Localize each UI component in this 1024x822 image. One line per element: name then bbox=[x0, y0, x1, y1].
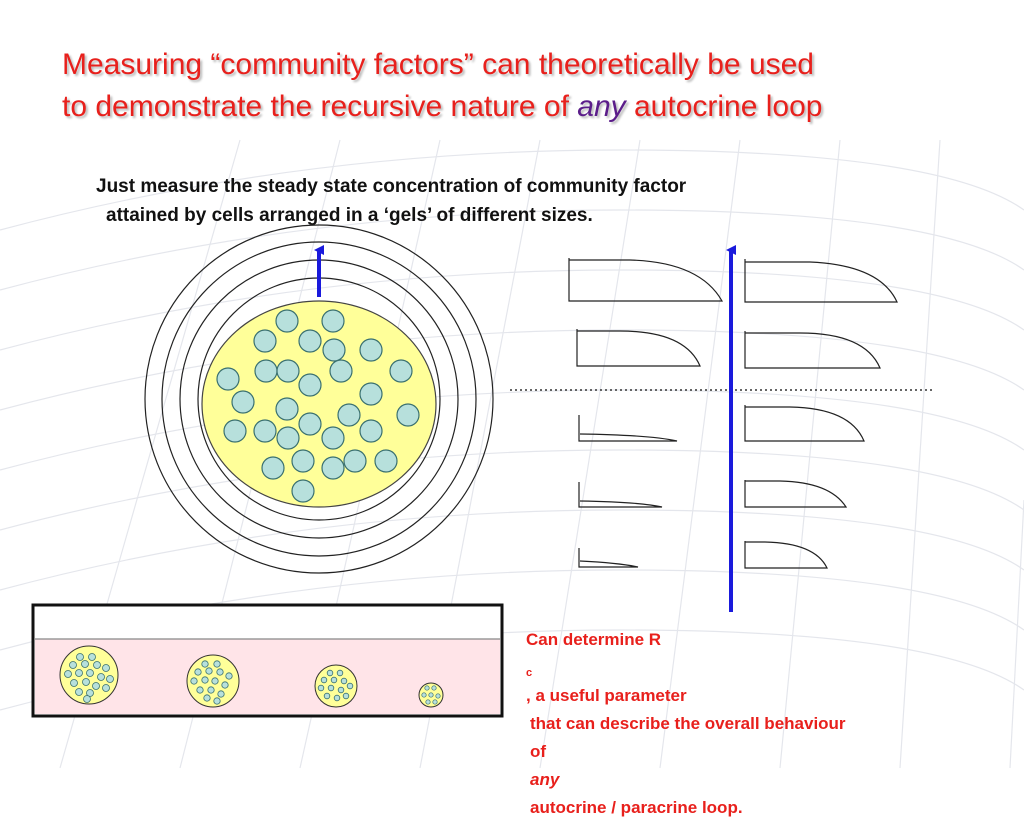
cell bbox=[389, 359, 413, 383]
caption-line-3-start: of bbox=[530, 742, 547, 761]
cell bbox=[322, 338, 346, 362]
subtitle-line-1: Just measure the steady state concentrat… bbox=[96, 176, 687, 197]
profile-curve bbox=[744, 331, 881, 369]
cell bbox=[253, 419, 277, 443]
profile-curve bbox=[578, 548, 639, 568]
small-gels bbox=[59, 645, 444, 708]
gel-small bbox=[314, 664, 358, 708]
caption-line-2: that can describe the overall behaviour bbox=[530, 714, 846, 733]
cell bbox=[396, 403, 420, 427]
cell bbox=[253, 329, 277, 353]
caption-emphasis: any bbox=[530, 770, 560, 789]
cell bbox=[216, 367, 240, 391]
cell bbox=[343, 449, 367, 473]
profile-curve bbox=[578, 482, 663, 508]
profile-curve bbox=[744, 259, 898, 303]
cell bbox=[254, 359, 278, 383]
cell bbox=[321, 456, 345, 480]
cell bbox=[261, 456, 285, 480]
cell bbox=[298, 412, 322, 436]
caption-subscript: c bbox=[526, 667, 533, 679]
caption-line-3-end: autocrine / paracrine loop. bbox=[530, 798, 743, 817]
subtitle-line-2: attained by cells arranged in a ‘gels’ o… bbox=[106, 205, 593, 226]
cell bbox=[359, 419, 383, 443]
caption-line-1-start: Can determine R bbox=[526, 630, 662, 649]
cell bbox=[276, 426, 300, 450]
caption: Can determine R c , a useful parameter tha… bbox=[526, 626, 996, 822]
title-emphasis: any bbox=[577, 90, 626, 123]
cell bbox=[359, 382, 383, 406]
gel-large bbox=[59, 645, 119, 705]
caption-line-1: Can determine R c , a useful parameter bbox=[526, 626, 996, 710]
title-line-2-start: to demonstrate the recursive nature of bbox=[62, 90, 578, 123]
cell bbox=[337, 403, 361, 427]
cell bbox=[291, 479, 315, 503]
gel-cells bbox=[216, 309, 420, 503]
cell bbox=[231, 390, 255, 414]
cell bbox=[223, 419, 247, 443]
gel-diagram bbox=[31, 224, 933, 718]
profile-curve bbox=[744, 405, 865, 442]
ring-3 bbox=[161, 241, 477, 557]
profiles-right-column bbox=[744, 259, 898, 569]
cell bbox=[276, 359, 300, 383]
cell bbox=[329, 359, 353, 383]
cell bbox=[374, 449, 398, 473]
profile-curve bbox=[744, 480, 848, 508]
profile-curve bbox=[568, 258, 724, 302]
cell bbox=[359, 338, 383, 362]
slide-subtitle: Just measure the steady state concentrat… bbox=[96, 172, 936, 230]
cell bbox=[275, 309, 299, 333]
profile-curve bbox=[578, 415, 678, 442]
cell bbox=[321, 426, 345, 450]
profile-curve bbox=[744, 541, 828, 569]
cell bbox=[298, 329, 322, 353]
gel-tiny bbox=[418, 682, 444, 708]
gel-medium bbox=[186, 654, 240, 708]
cell bbox=[291, 449, 315, 473]
slide-title: Measuring “community factors” can theore… bbox=[62, 44, 962, 128]
profile-curve bbox=[576, 329, 701, 367]
title-line-1: Measuring “community factors” can theore… bbox=[62, 48, 814, 81]
title-line-2-end: autocrine loop bbox=[625, 90, 823, 123]
cell bbox=[298, 373, 322, 397]
caption-line-3: of any autocrine / paracrine loop. bbox=[526, 738, 996, 822]
cell bbox=[275, 397, 299, 421]
ring-outer bbox=[144, 224, 494, 574]
cell bbox=[321, 309, 345, 333]
profiles-left-column bbox=[568, 258, 724, 568]
caption-line-1-end: , a useful parameter bbox=[526, 686, 687, 705]
